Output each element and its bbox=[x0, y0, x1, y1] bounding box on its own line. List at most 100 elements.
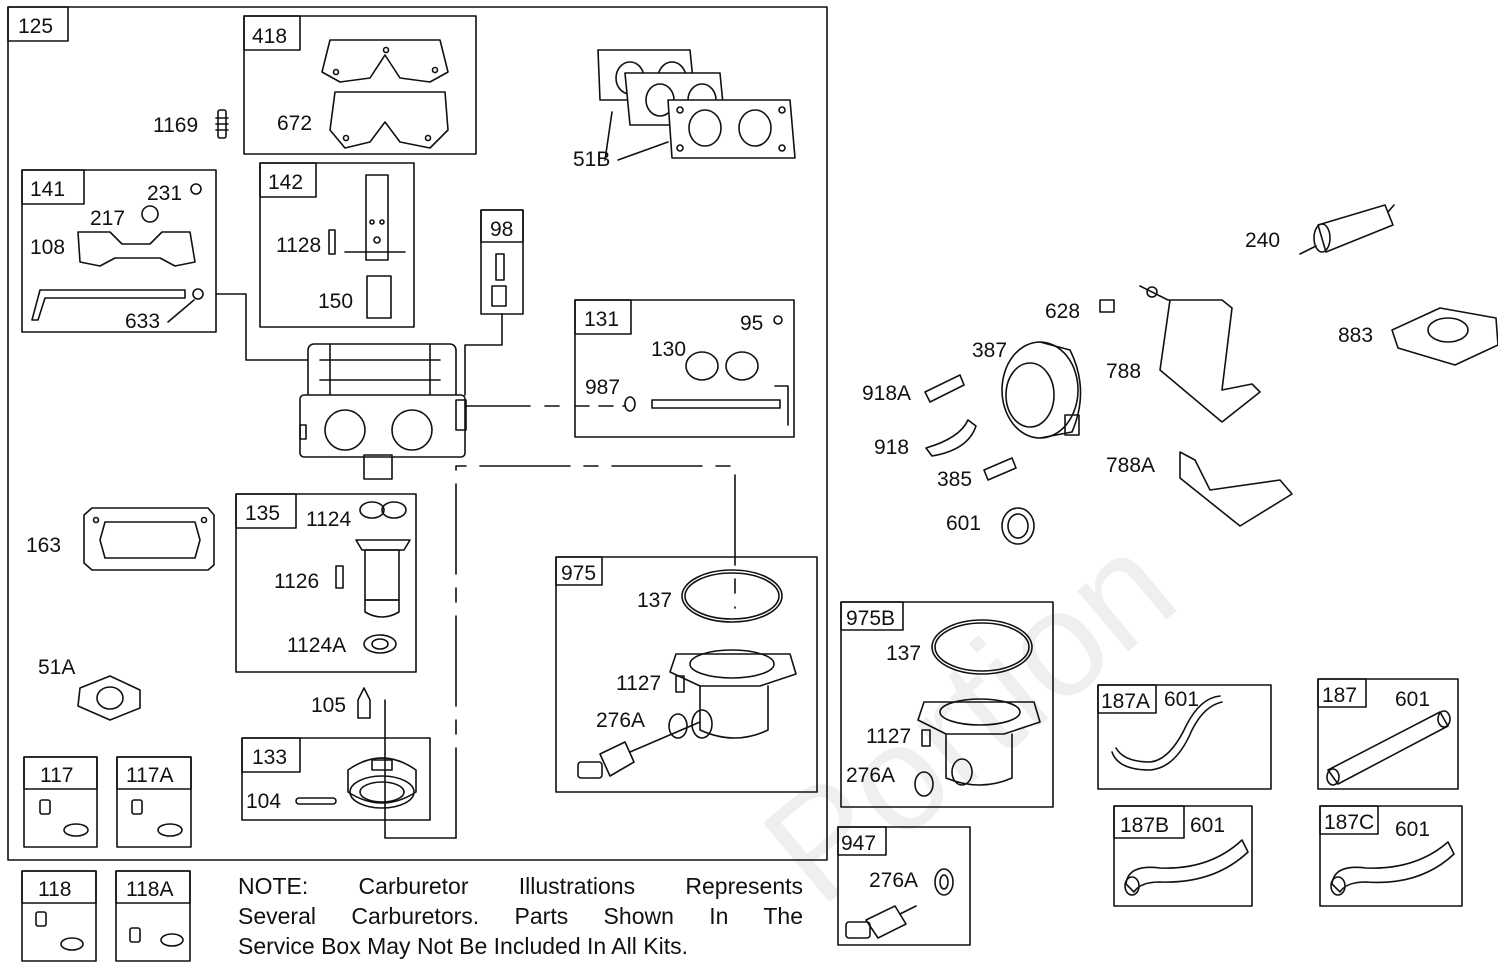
gasket-163-part bbox=[83, 507, 215, 571]
label-883: 883 bbox=[1338, 324, 1373, 347]
gasket-51a-part bbox=[77, 675, 141, 721]
label-601-187b: 601 bbox=[1190, 814, 1225, 837]
kit-box-947 bbox=[837, 826, 971, 946]
label-187b: 187B bbox=[1120, 814, 1169, 837]
label-385: 385 bbox=[937, 468, 972, 491]
pipe-187a-part bbox=[1111, 701, 1223, 771]
gasket-51b-part bbox=[597, 49, 796, 161]
label-231: 231 bbox=[147, 182, 182, 205]
label-1126: 1126 bbox=[274, 570, 319, 593]
bowl-975-part bbox=[669, 649, 797, 739]
screw-95-part bbox=[773, 315, 783, 325]
spring-217-part bbox=[141, 205, 159, 223]
washer-276a-part bbox=[668, 713, 688, 739]
pin-104-part bbox=[295, 797, 337, 805]
screw-628-part bbox=[1099, 299, 1115, 313]
float-135-part bbox=[355, 501, 411, 618]
connector-975 bbox=[455, 465, 736, 839]
plate-150-part bbox=[366, 275, 392, 319]
label-276a-947: 276A bbox=[869, 869, 918, 892]
label-118: 118 bbox=[38, 878, 71, 901]
kit-box-141 bbox=[21, 169, 217, 333]
label-98: 98 bbox=[490, 218, 513, 241]
label-987: 987 bbox=[585, 376, 620, 399]
gasket-883-part bbox=[1391, 307, 1498, 366]
needle-105-part bbox=[357, 687, 371, 719]
label-628: 628 bbox=[1045, 300, 1080, 323]
shaft-131-part bbox=[651, 385, 789, 426]
label-125: 125 bbox=[18, 15, 53, 38]
label-95: 95 bbox=[740, 312, 763, 335]
kit-box-133 bbox=[241, 737, 431, 821]
bowl-975b-part bbox=[917, 698, 1041, 786]
label-276a-975b: 276A bbox=[846, 764, 895, 787]
label-137-975b: 137 bbox=[886, 642, 921, 665]
label-1128: 1128 bbox=[276, 234, 321, 257]
screw-385-part bbox=[983, 457, 1017, 481]
screw-1126-part bbox=[335, 565, 344, 589]
oring-975b-part bbox=[931, 619, 1033, 675]
seal-1124a-part bbox=[363, 634, 397, 654]
label-117a: 117A bbox=[126, 764, 174, 787]
label-108: 108 bbox=[30, 236, 65, 259]
label-601-clamp: 601 bbox=[946, 512, 981, 535]
label-240: 240 bbox=[1245, 229, 1280, 252]
bracket-788a-part bbox=[1179, 451, 1293, 527]
solenoid-975-part bbox=[577, 721, 701, 779]
seal-987-part bbox=[624, 396, 636, 412]
label-601-187c: 601 bbox=[1395, 818, 1430, 841]
pipe-187b-part bbox=[1125, 839, 1249, 893]
clamp-601-part bbox=[1001, 507, 1035, 545]
screw-117a-part bbox=[131, 799, 183, 837]
label-163: 163 bbox=[26, 534, 61, 557]
kit-box-131 bbox=[574, 299, 795, 438]
label-1127-975: 1127 bbox=[616, 672, 661, 695]
label-133: 133 bbox=[252, 746, 287, 769]
screw-118a-part bbox=[129, 927, 184, 947]
shaft-part bbox=[31, 289, 186, 321]
label-788a: 788A bbox=[1106, 454, 1155, 477]
label-1169: 1169 bbox=[153, 114, 198, 137]
watermark-text: Portion bbox=[733, 500, 1205, 934]
screw-1127-part bbox=[675, 675, 685, 693]
connector-141 bbox=[215, 293, 309, 361]
hose-918a-part bbox=[924, 374, 965, 403]
label-601-187: 601 bbox=[1395, 688, 1430, 711]
label-105: 105 bbox=[311, 694, 346, 717]
label-788: 788 bbox=[1106, 360, 1141, 383]
screw-98-part bbox=[491, 253, 507, 307]
note-line-3: Service Box May Not Be Included In All K… bbox=[238, 933, 688, 959]
label-975: 975 bbox=[561, 562, 596, 585]
solenoid-947-part bbox=[845, 905, 917, 939]
screw-1127b-part bbox=[921, 729, 931, 747]
bowl-133-part bbox=[347, 757, 417, 809]
fuel-filter-240-part bbox=[1299, 204, 1395, 255]
plate-130a-part bbox=[685, 351, 719, 381]
label-276a-975: 276A bbox=[596, 709, 645, 732]
label-601-187a: 601 bbox=[1164, 688, 1199, 711]
kit-box-142 bbox=[259, 162, 415, 328]
label-51a: 51A bbox=[38, 656, 75, 679]
label-130: 130 bbox=[651, 338, 686, 361]
label-672: 672 bbox=[277, 112, 312, 135]
washer-276a-975b-part bbox=[914, 771, 934, 797]
pipe-187-part bbox=[1327, 711, 1449, 785]
label-118a: 118A bbox=[126, 878, 174, 901]
bracket-788-part bbox=[1139, 285, 1261, 423]
label-633: 633 bbox=[125, 310, 160, 333]
screw-117-part bbox=[39, 799, 89, 837]
label-187a: 187A bbox=[1101, 690, 1150, 713]
oring-137-part bbox=[681, 569, 783, 623]
kit-box-975b bbox=[840, 601, 1054, 808]
kit-box-975 bbox=[555, 556, 818, 793]
plate-130b-part bbox=[725, 351, 759, 381]
label-104: 104 bbox=[246, 790, 281, 813]
pipe-187c-part bbox=[1331, 841, 1455, 893]
screw-118-part bbox=[35, 911, 84, 951]
fuel-pump-387-part bbox=[1001, 341, 1082, 439]
elbow-918-part bbox=[925, 419, 977, 457]
label-918: 918 bbox=[874, 436, 909, 459]
screw-1169-part bbox=[215, 109, 229, 139]
washer-947-part bbox=[934, 868, 954, 896]
